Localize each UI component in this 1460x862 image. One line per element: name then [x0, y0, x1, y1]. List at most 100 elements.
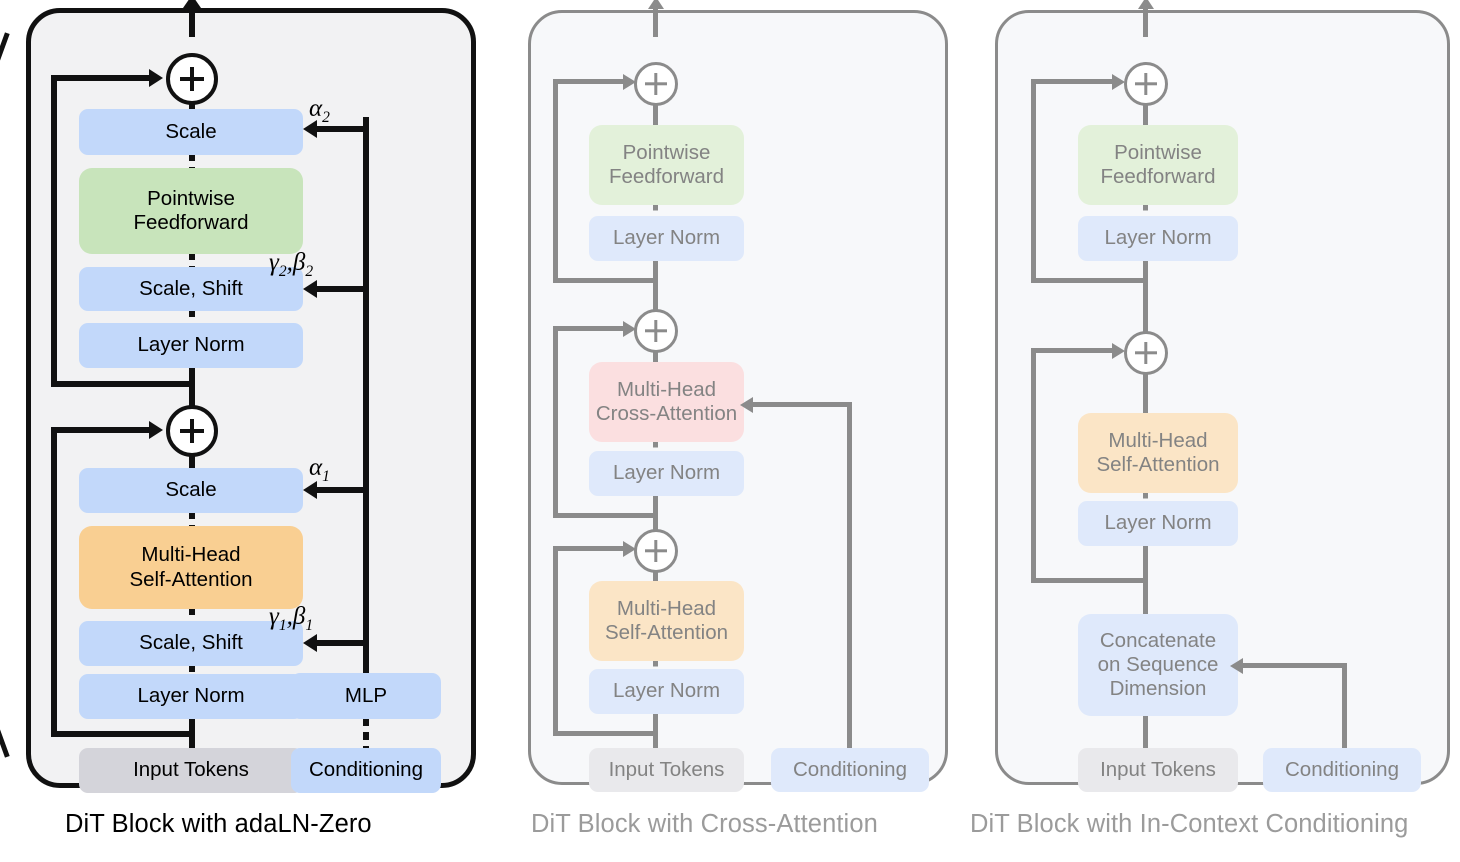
residual2-arrowhead: [1112, 73, 1125, 90]
node-conditioning: Conditioning: [1263, 748, 1421, 792]
caption-cross-attention: DiT Block with Cross-Attention: [531, 810, 878, 838]
node-input-tokens: Input Tokens: [1078, 748, 1238, 792]
conditioning-bus: [363, 117, 369, 675]
node-pointwise-feedforward: Pointwise Feedforward: [589, 125, 744, 205]
trunk-add2-to-mhca: [653, 351, 658, 363]
node-layer-norm-2: Layer Norm: [79, 323, 303, 368]
node-mlp: MLP: [291, 673, 441, 719]
dash-mhca-ln2: [653, 440, 658, 453]
dash-mhsa-scaleshift1: [189, 607, 195, 623]
output-arrowhead: [647, 0, 664, 9]
node-input-tokens: Input Tokens: [589, 748, 744, 792]
node-scale-2: Scale: [79, 109, 303, 155]
residual1-horizontal-bottom: [1031, 578, 1147, 583]
node-layer-norm-1: Layer Norm: [79, 674, 303, 719]
dash-ff-scaleshift2: [189, 252, 195, 269]
trunk-concat-to-input: [1143, 714, 1148, 752]
node-layer-norm-2: Layer Norm: [1078, 216, 1238, 261]
output-line: [189, 5, 195, 37]
label-alpha-2: α2: [309, 95, 330, 126]
node-multi-head-cross-attention: Multi-Head Cross-Attention: [589, 362, 744, 442]
node-layer-norm-1: Layer Norm: [1078, 501, 1238, 546]
trunk-ln2-to-add1: [189, 367, 195, 411]
output-arrowhead: [1137, 0, 1154, 9]
trunk-add1-to-mhsa: [1143, 373, 1148, 415]
conditioning-vertical: [1342, 663, 1347, 751]
trunk-add2-to-ff: [1143, 104, 1148, 126]
residual1-horizontal-top: [553, 546, 625, 551]
residual2-vertical: [1031, 79, 1036, 283]
repeat-tick-bottom: [0, 718, 10, 758]
residual-add-1: [1124, 331, 1168, 375]
dash-mhsa-ln1: [653, 659, 658, 671]
residual-add-2: [1124, 62, 1168, 106]
residual2-horizontal-top: [1031, 79, 1114, 84]
repeat-tick-top: [0, 32, 10, 72]
residual1-vertical: [553, 546, 558, 736]
alpha2-arrowhead: [303, 120, 317, 138]
residual3-horizontal-bottom: [553, 278, 657, 283]
output-arrowhead: [183, 0, 201, 8]
node-conditioning: Conditioning: [291, 748, 441, 793]
panel-in-context-conditioning: Pointwise Feedforward Layer Norm Multi-H…: [995, 0, 1450, 792]
dash-scale2-ff: [189, 153, 195, 170]
residual2-vertical: [51, 75, 57, 387]
residual3-vertical: [553, 79, 558, 283]
node-input-tokens: Input Tokens: [79, 748, 303, 793]
node-concatenate-on-sequence-dimension: Concatenate on Sequence Dimension: [1078, 614, 1238, 716]
residual1-arrowhead: [1112, 342, 1125, 359]
node-multi-head-self-attention: Multi-Head Self-Attention: [79, 526, 303, 609]
residual1-horizontal-bottom: [51, 731, 193, 737]
residual1-vertical: [51, 427, 57, 737]
alpha1-arrow-line: [317, 487, 367, 493]
residual1-horizontal-top: [51, 427, 151, 433]
conditioning-horizontal: [1243, 663, 1347, 668]
dash-scale1-mhsa: [189, 511, 195, 528]
conditioning-horizontal: [753, 402, 852, 407]
panel-adaln-zero: Scale Pointwise Feedforward Scale, Shift…: [26, 0, 476, 793]
residual1-arrowhead: [623, 540, 636, 557]
residual2-vertical: [553, 326, 558, 518]
output-line: [1143, 7, 1148, 37]
conditioning-arrowhead: [1230, 657, 1243, 674]
residual3-arrowhead: [623, 73, 636, 90]
residual3-horizontal-top: [553, 79, 625, 84]
residual1-vertical: [1031, 348, 1036, 583]
residual2-arrowhead: [623, 320, 636, 337]
dash-scaleshift2-ln2: [189, 309, 195, 325]
residual1-horizontal-bottom: [553, 731, 657, 736]
node-pointwise-feedforward: Pointwise Feedforward: [79, 168, 303, 254]
residual-add-2: [166, 53, 218, 105]
node-pointwise-feedforward: Pointwise Feedforward: [1078, 125, 1238, 205]
alpha2-arrow-line: [317, 126, 367, 132]
residual-add-2: [634, 309, 678, 353]
residual-add-1: [166, 405, 218, 457]
panel-cross-attention: Pointwise Feedforward Layer Norm Multi-H…: [528, 0, 948, 792]
residual2-horizontal-bottom: [553, 513, 657, 518]
residual2-arrowhead: [149, 69, 163, 87]
node-scale-shift-1: Scale, Shift: [79, 621, 303, 666]
trunk-ln3-to-add2: [653, 260, 658, 317]
residual2-horizontal-bottom: [51, 381, 193, 387]
residual-add-3: [634, 62, 678, 106]
gammabeta2-arrow-line: [317, 286, 367, 292]
label-alpha-1: α1: [309, 454, 330, 485]
gammabeta1-arrow-line: [317, 640, 367, 646]
caption-in-context-conditioning: DiT Block with In-Context Conditioning: [970, 810, 1409, 838]
dash-ff-ln2: [1143, 203, 1148, 217]
conditioning-vertical: [847, 402, 852, 750]
residual1-arrowhead: [149, 421, 163, 439]
trunk-add3-to-ff: [653, 104, 658, 126]
gammabeta2-arrowhead: [303, 280, 317, 298]
caption-adaln-zero: DiT Block with adaLN-Zero: [65, 810, 372, 838]
alpha1-arrowhead: [303, 481, 317, 499]
dash-scaleshift1-ln1: [189, 664, 195, 676]
label-gamma-beta-1: γ1,β1: [269, 603, 314, 634]
residual2-horizontal-bottom: [1031, 278, 1147, 283]
residual2-horizontal-top: [553, 326, 625, 331]
node-layer-norm-2: Layer Norm: [589, 451, 744, 496]
node-multi-head-self-attention: Multi-Head Self-Attention: [589, 581, 744, 661]
dash-ff-ln3: [653, 203, 658, 217]
node-scale-1: Scale: [79, 468, 303, 513]
